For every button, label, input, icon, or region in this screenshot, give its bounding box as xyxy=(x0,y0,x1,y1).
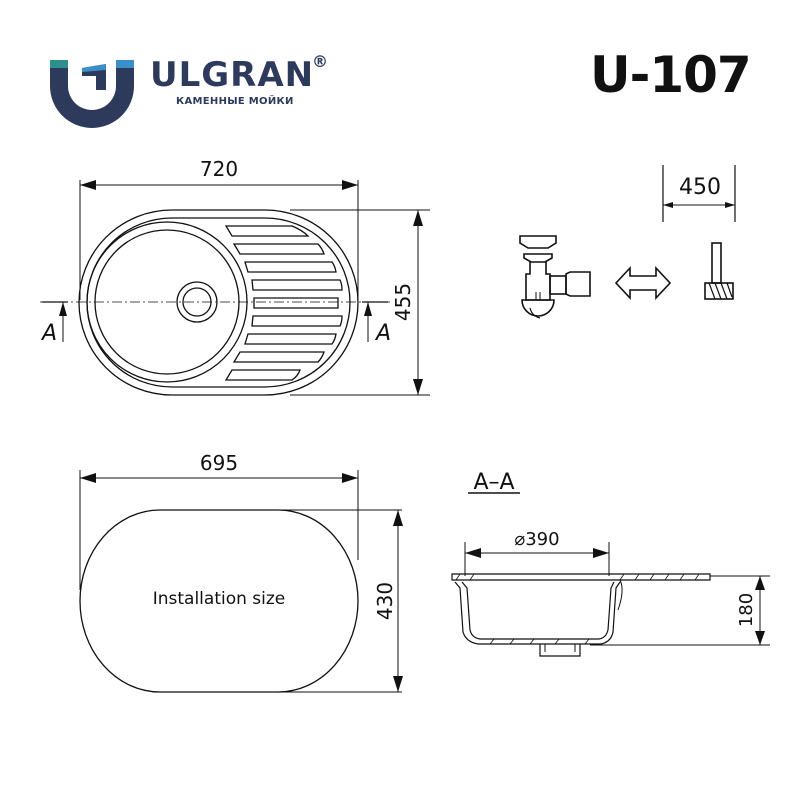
valve-icon xyxy=(704,242,734,300)
registered-mark: ® xyxy=(312,52,328,71)
brand-tagline: КАМЕННЫЕ МОЙКИ xyxy=(176,96,294,107)
top-height-dim: 455 xyxy=(391,283,415,321)
section-mark-left: A xyxy=(40,321,57,346)
model-number: U-107 xyxy=(590,46,752,104)
valve-distance-dim: 450 xyxy=(679,175,721,200)
installation-label: Installation size xyxy=(153,589,286,609)
siphon-icon xyxy=(519,235,591,319)
install-width-dim: 695 xyxy=(200,451,238,475)
section-depth-dim: 180 xyxy=(736,593,757,627)
top-width-dim: 720 xyxy=(200,157,238,181)
install-height-dim: 430 xyxy=(373,582,397,620)
double-arrow-icon xyxy=(614,265,672,301)
ulgran-logo-icon xyxy=(50,60,134,128)
section-title: A–A xyxy=(473,470,514,495)
section-diameter-dim: ⌀390 xyxy=(514,529,559,550)
section-mark-right: A xyxy=(374,321,391,346)
brand-name: ULGRAN xyxy=(150,55,315,95)
